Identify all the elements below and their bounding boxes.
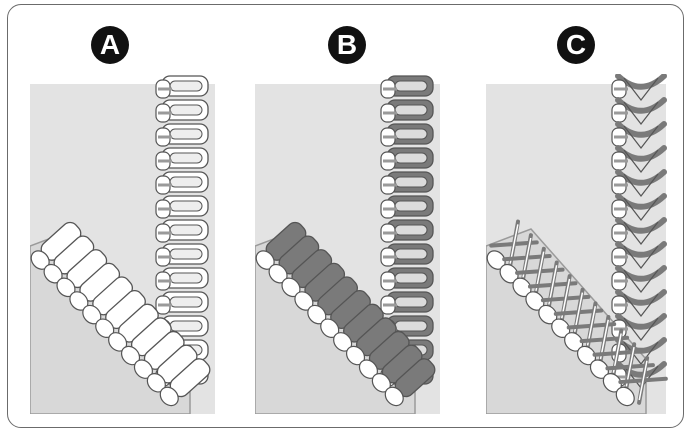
panel-b-illustration xyxy=(255,74,465,414)
looper-inner xyxy=(170,129,202,139)
looper-inner xyxy=(395,129,427,139)
looper-inner xyxy=(395,297,427,307)
looper-inner xyxy=(395,177,427,187)
looper-inner xyxy=(170,225,202,235)
looper-inner xyxy=(170,249,202,259)
looper-inner xyxy=(170,321,202,331)
looper-inner xyxy=(395,201,427,211)
looper-inner xyxy=(170,153,202,163)
panel-label-b: B xyxy=(328,26,366,64)
looper-inner xyxy=(395,105,427,115)
looper-inner xyxy=(170,273,202,283)
looper-inner xyxy=(395,321,427,331)
panel-label-a: A xyxy=(91,26,129,64)
looper-inner xyxy=(395,249,427,259)
looper-inner xyxy=(395,225,427,235)
looper-inner xyxy=(395,81,427,91)
panel-c-illustration xyxy=(486,74,686,414)
looper-inner xyxy=(170,297,202,307)
looper-inner xyxy=(170,105,202,115)
looper-inner xyxy=(395,153,427,163)
looper-inner xyxy=(395,273,427,283)
panel-label-c: C xyxy=(557,26,595,64)
looper-inner xyxy=(170,81,202,91)
looper-inner xyxy=(170,201,202,211)
panel-a-illustration xyxy=(30,74,240,414)
looper-inner xyxy=(170,177,202,187)
